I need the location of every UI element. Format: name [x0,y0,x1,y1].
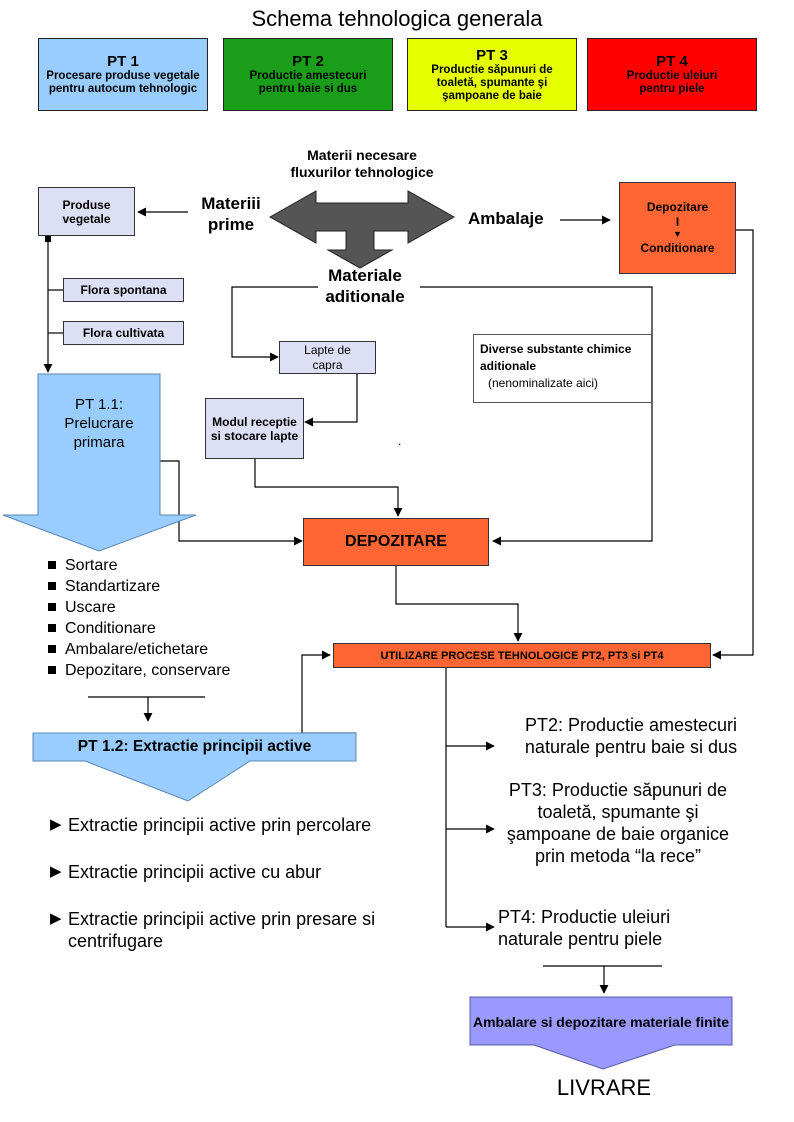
output-pt4: PT4: Productie uleiuri naturale pentru p… [498,907,671,949]
pt2-box: PT 2 Productie amestecuri pentru baie si… [223,38,393,111]
pt2-code: PT 2 [292,53,324,70]
produse-vegetale-box: Produse vegetale [38,187,135,236]
output-pt2: PT2: Productie amestecuri naturale pentr… [524,715,738,757]
pt12-block-arrow [32,732,357,802]
stray-mark: . [398,434,402,448]
list-item: ▶ Extractie principii active prin percol… [50,815,372,835]
line-lapte-to-modul [304,374,358,427]
modul-box: Modul receptie si stocare lapte [205,398,304,459]
flora-cultivata-box: Flora cultivata [63,321,184,345]
pt1-box: PT 1 Procesare produse vegetale pentru a… [38,38,208,111]
line-aditionale-right [420,286,653,546]
depozitare-conditionare-box: Depozitare I ▼ Conditionare [619,182,736,274]
utilizare-box: UTILIZARE PROCESE TEHNOLOGICE PT2, PT3 s… [333,643,711,668]
page-title: Schema tehnologica generala [251,6,543,31]
square-bullet-icon [48,582,56,590]
materials-double-arrow [268,190,456,269]
pt1-text: Procesare produse vegetale pentru autocu… [46,70,200,95]
produse-vegetale-connector-dot [45,236,51,242]
pt11-steps-list: Sortare Standartizare Uscare Conditionar… [48,555,230,681]
pt1-code: PT 1 [107,53,139,70]
lapte-box: Lapte de capra [279,341,376,374]
square-bullet-icon [48,603,56,611]
list-item: ▶ Extractie principii active prin presar… [50,909,376,951]
line-modul-to-depozitare [254,459,403,517]
diverse-line1: Diverse substante chimice aditionale [480,342,632,373]
list-item: Sortare [48,555,230,576]
list-item: ▶ Extractie principii active cu abur [50,862,322,882]
pt3-box: PT 3 Productie săpunuri de toaletă, spum… [407,38,577,111]
depozitare-cond-line1: Depozitare [646,200,709,214]
list-item: Uscare [48,597,230,618]
list-item: Ambalare/etichetare [48,639,230,660]
line-pt11-to-depozitare [160,460,303,546]
depozitare-box: DEPOZITARE [303,518,489,566]
line-aditionale-left [231,286,318,362]
list-item: Depozitare, conservare [48,660,230,681]
materials-top-label: Materii necesare fluxurilor tehnologice [290,147,434,180]
depozitare-cond-line3: Conditionare [640,241,715,255]
pt4-box: PT 4 Productie uleiuri pentru piele [587,38,757,111]
pt11-block-arrow [2,373,197,552]
ambalaje-label: Ambalaje [468,209,544,228]
triangle-bullet-icon: ▶ [50,863,62,880]
line-depozitare-to-utilizare [395,566,523,642]
pt3-text: Productie săpunuri de toaletă, spumante … [431,63,553,102]
list-item: Standartizare [48,576,230,597]
ambalare-block-arrow [469,996,733,1070]
depozitare-cond-line2: I [675,215,680,229]
triangle-bullet-icon: ▶ [50,910,62,927]
pt11-label: PT 1.1: Prelucrare primara [64,396,134,451]
materiale-aditionale-label: Materiale aditionale [325,266,405,306]
pt12-label: PT 1.2: Extractie principii active [77,738,312,755]
diverse-substante-box: Diverse substante chimice aditionale (ne… [473,334,652,403]
arrow-down-icon: ▼ [673,229,682,239]
diverse-line2: (nenominalizate aici) [488,376,599,390]
pt4-code: PT 4 [656,53,688,70]
flora-spontana-box: Flora spontana [63,278,184,302]
pt2-text: Productie amestecuri pentru baie si dus [249,70,367,95]
output-pt3: PT3: Productie săpunuri de toaletă, spum… [506,780,730,866]
square-bullet-icon [48,666,56,674]
line-depcond-to-utilizare [712,229,754,660]
list-item: Conditionare [48,618,230,639]
pt12-steps-list: ▶ Extractie principii active prin percol… [50,814,440,952]
square-bullet-icon [48,561,56,569]
triangle-bullet-icon: ▶ [50,816,62,833]
pt4-text: Productie uleiuri pentru piele [626,70,718,95]
square-bullet-icon [48,624,56,632]
materii-prime-label: Materiii prime [201,194,261,234]
livrare-label: LIVRARE [556,1075,652,1100]
pt3-code: PT 3 [476,46,508,64]
ambalare-label: Ambalare si depozitare materiale finite [473,1013,729,1030]
square-bullet-icon [48,645,56,653]
